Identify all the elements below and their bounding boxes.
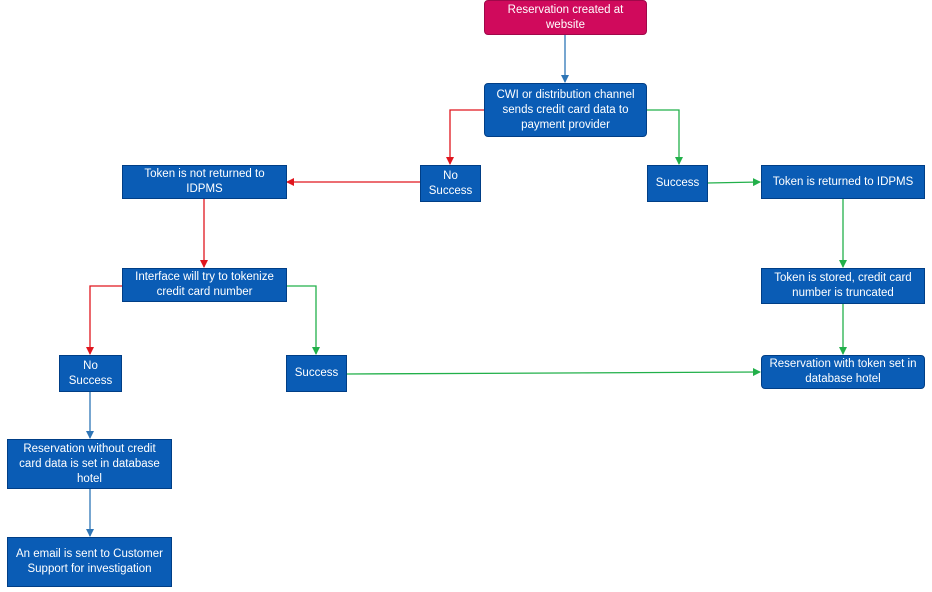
node-interface-tokenize-label: Interface will try to tokenize credit ca… [135,271,274,298]
edge-success-to-token-returned [706,178,761,187]
node-token-returned-label: Token is returned to IDPMS [772,175,914,188]
node-token-stored: Token is stored, credit card number is t… [761,268,925,304]
node-success-2-label: Success [294,367,339,379]
node-token-stored-label: Token is stored, credit card number is t… [774,272,912,299]
node-reservation-without-cc: Reservation without credit card data is … [7,439,172,489]
node-interface-tokenize: Interface will try to tokenize credit ca… [122,268,287,302]
node-success-2: Success [286,355,347,392]
node-no-success-2: No Success [59,355,122,392]
edge-interface-to-success-2 [287,285,320,355]
edge-cwi-to-no-success [446,109,484,165]
node-cwi: CWI or distribution channel sends credit… [484,83,647,137]
node-reservation-without-cc-label: Reservation without credit card data is … [19,442,160,485]
node-start-label: Reservation created at website [507,3,624,31]
edge-interface-to-no-success-2 [86,285,122,355]
node-reservation-with-token-label: Reservation with token set in database h… [769,358,917,385]
node-success-1-label: Success [655,177,700,189]
node-token-returned: Token is returned to IDPMS [761,165,925,199]
node-start: Reservation created at website [484,0,647,35]
edge-success-2-to-reservation-with-token [346,368,761,377]
node-token-not-returned-label: Token is not returned to IDPMS [144,168,265,195]
node-no-success-1-label: No Success [428,169,473,197]
node-no-success-1: No Success [420,165,481,202]
node-cwi-label: CWI or distribution channel sends credit… [496,88,635,131]
edge-cwi-to-success [646,109,683,165]
node-reservation-with-token: Reservation with token set in database h… [761,355,925,389]
node-no-success-2-label: No Success [68,359,113,387]
node-success-1: Success [647,165,708,202]
node-email-sent: An email is sent to Customer Support for… [7,537,172,587]
node-email-sent-label: An email is sent to Customer Support for… [15,548,163,575]
node-token-not-returned: Token is not returned to IDPMS [122,165,287,199]
